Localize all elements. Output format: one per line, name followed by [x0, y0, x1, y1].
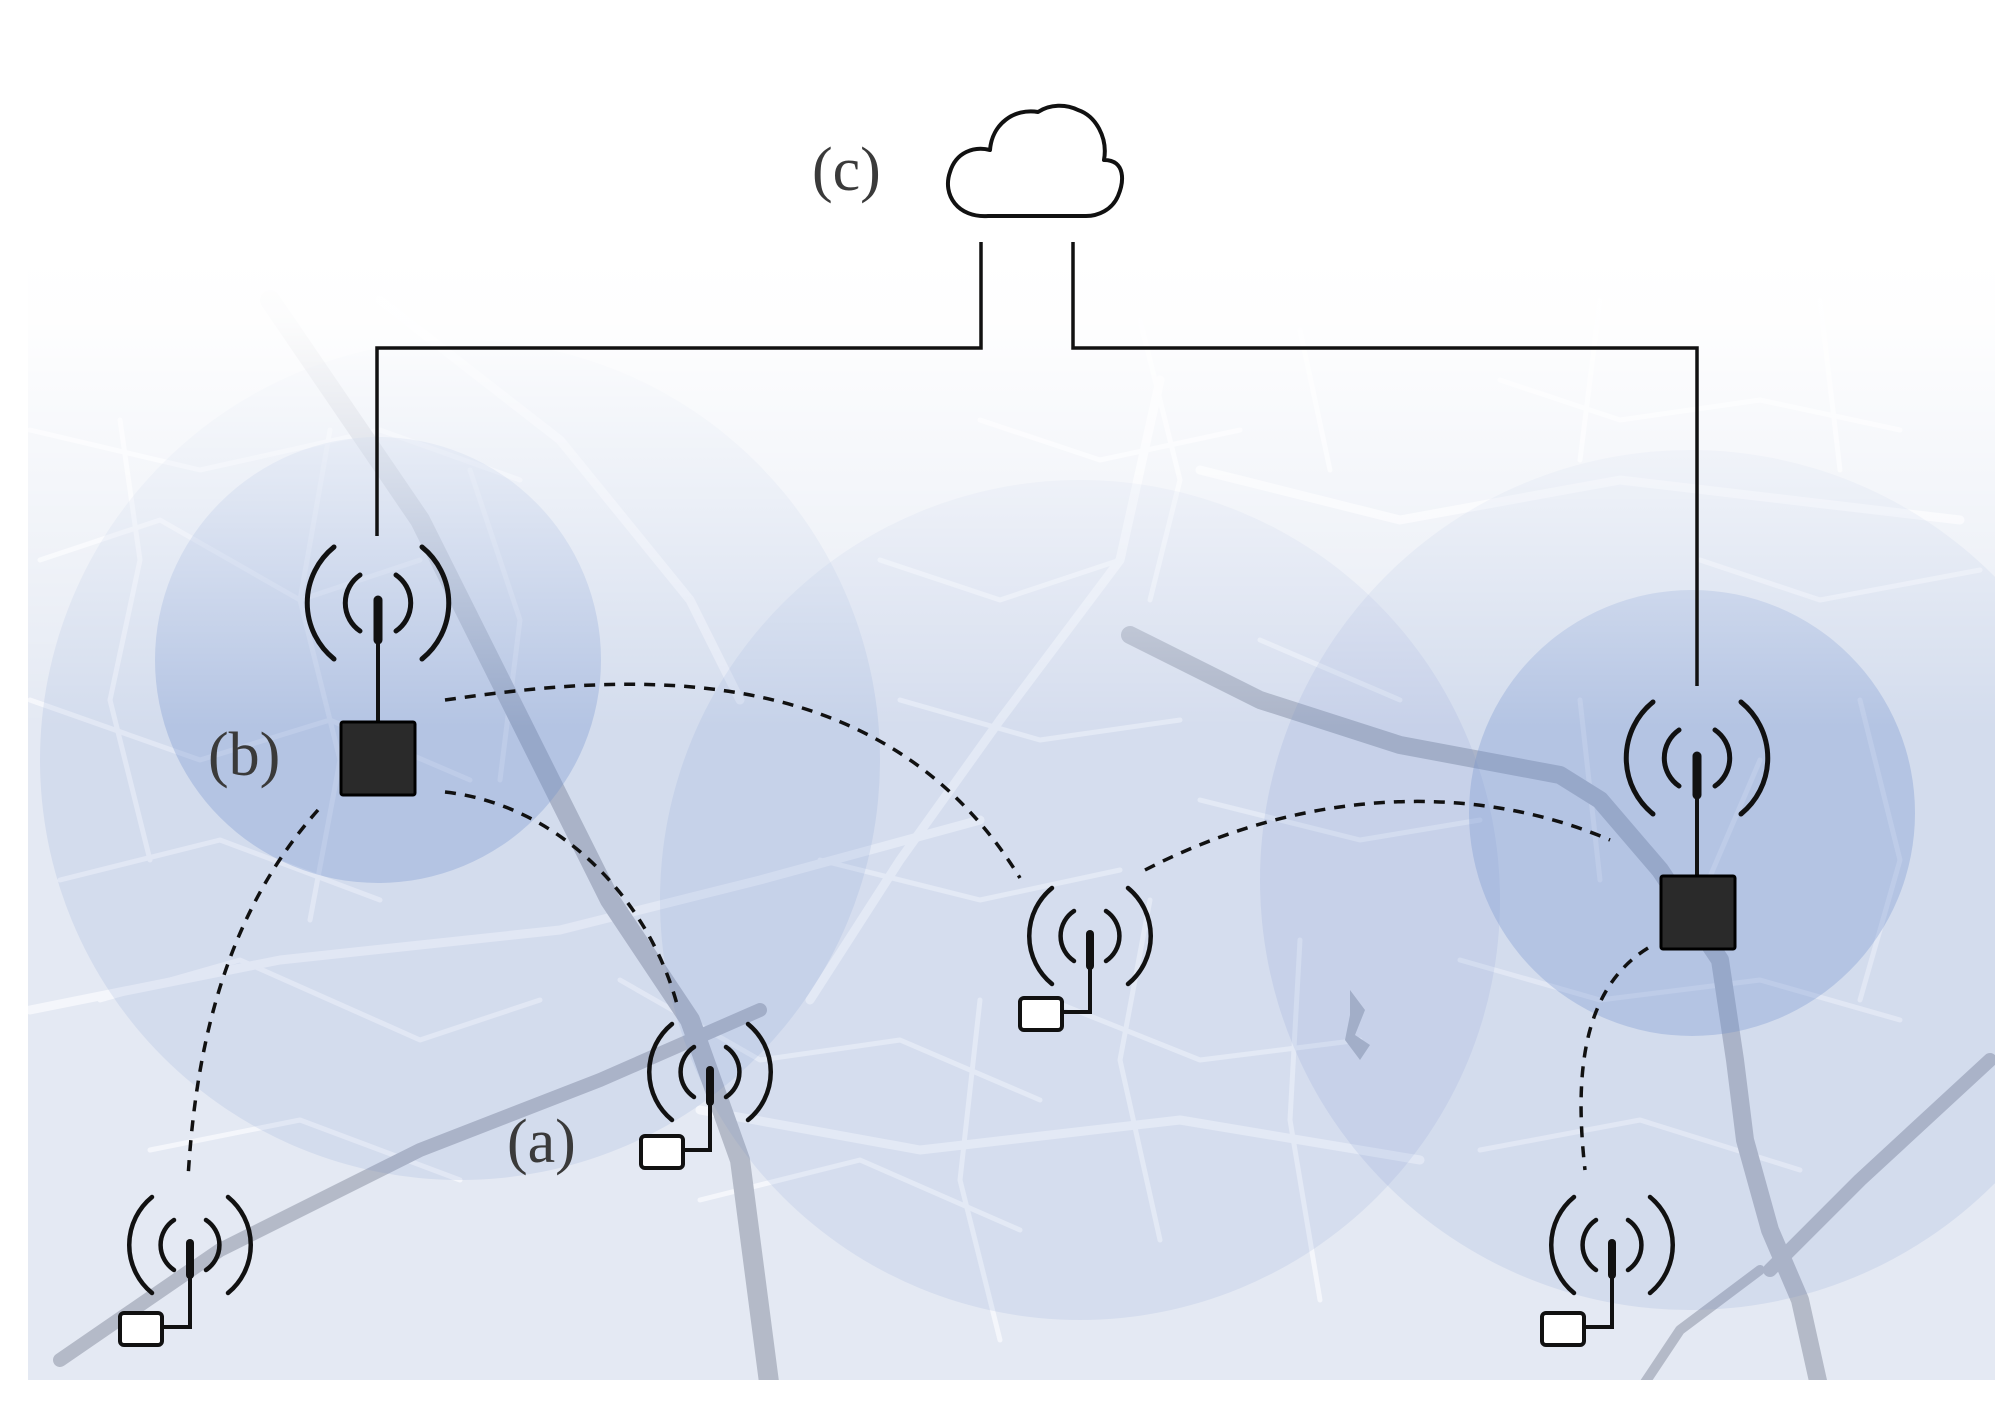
end-device-center — [1018, 888, 1151, 1032]
label-c: (c) — [812, 136, 881, 204]
backhaul-links — [375, 242, 1699, 686]
map-top-fade — [28, 255, 1995, 1380]
end-device-box — [118, 1311, 164, 1347]
gateway-box — [339, 720, 417, 797]
end-device-bottom-left — [118, 1197, 251, 1347]
end-device-box — [1018, 996, 1064, 1032]
city-map — [28, 255, 1995, 1380]
end-device-a — [639, 1024, 771, 1170]
gateway-right — [1626, 702, 1767, 951]
end-device-box — [1540, 1311, 1586, 1347]
label-b: (b) — [208, 721, 280, 789]
gateway-box — [1659, 874, 1737, 951]
gateway-b — [307, 547, 448, 797]
cloud-icon — [946, 103, 1124, 219]
end-device-box — [639, 1134, 685, 1170]
label-a: (a) — [507, 1108, 576, 1176]
radio-links — [186, 682, 1649, 1179]
end-device-bottom-right — [1540, 1197, 1673, 1347]
